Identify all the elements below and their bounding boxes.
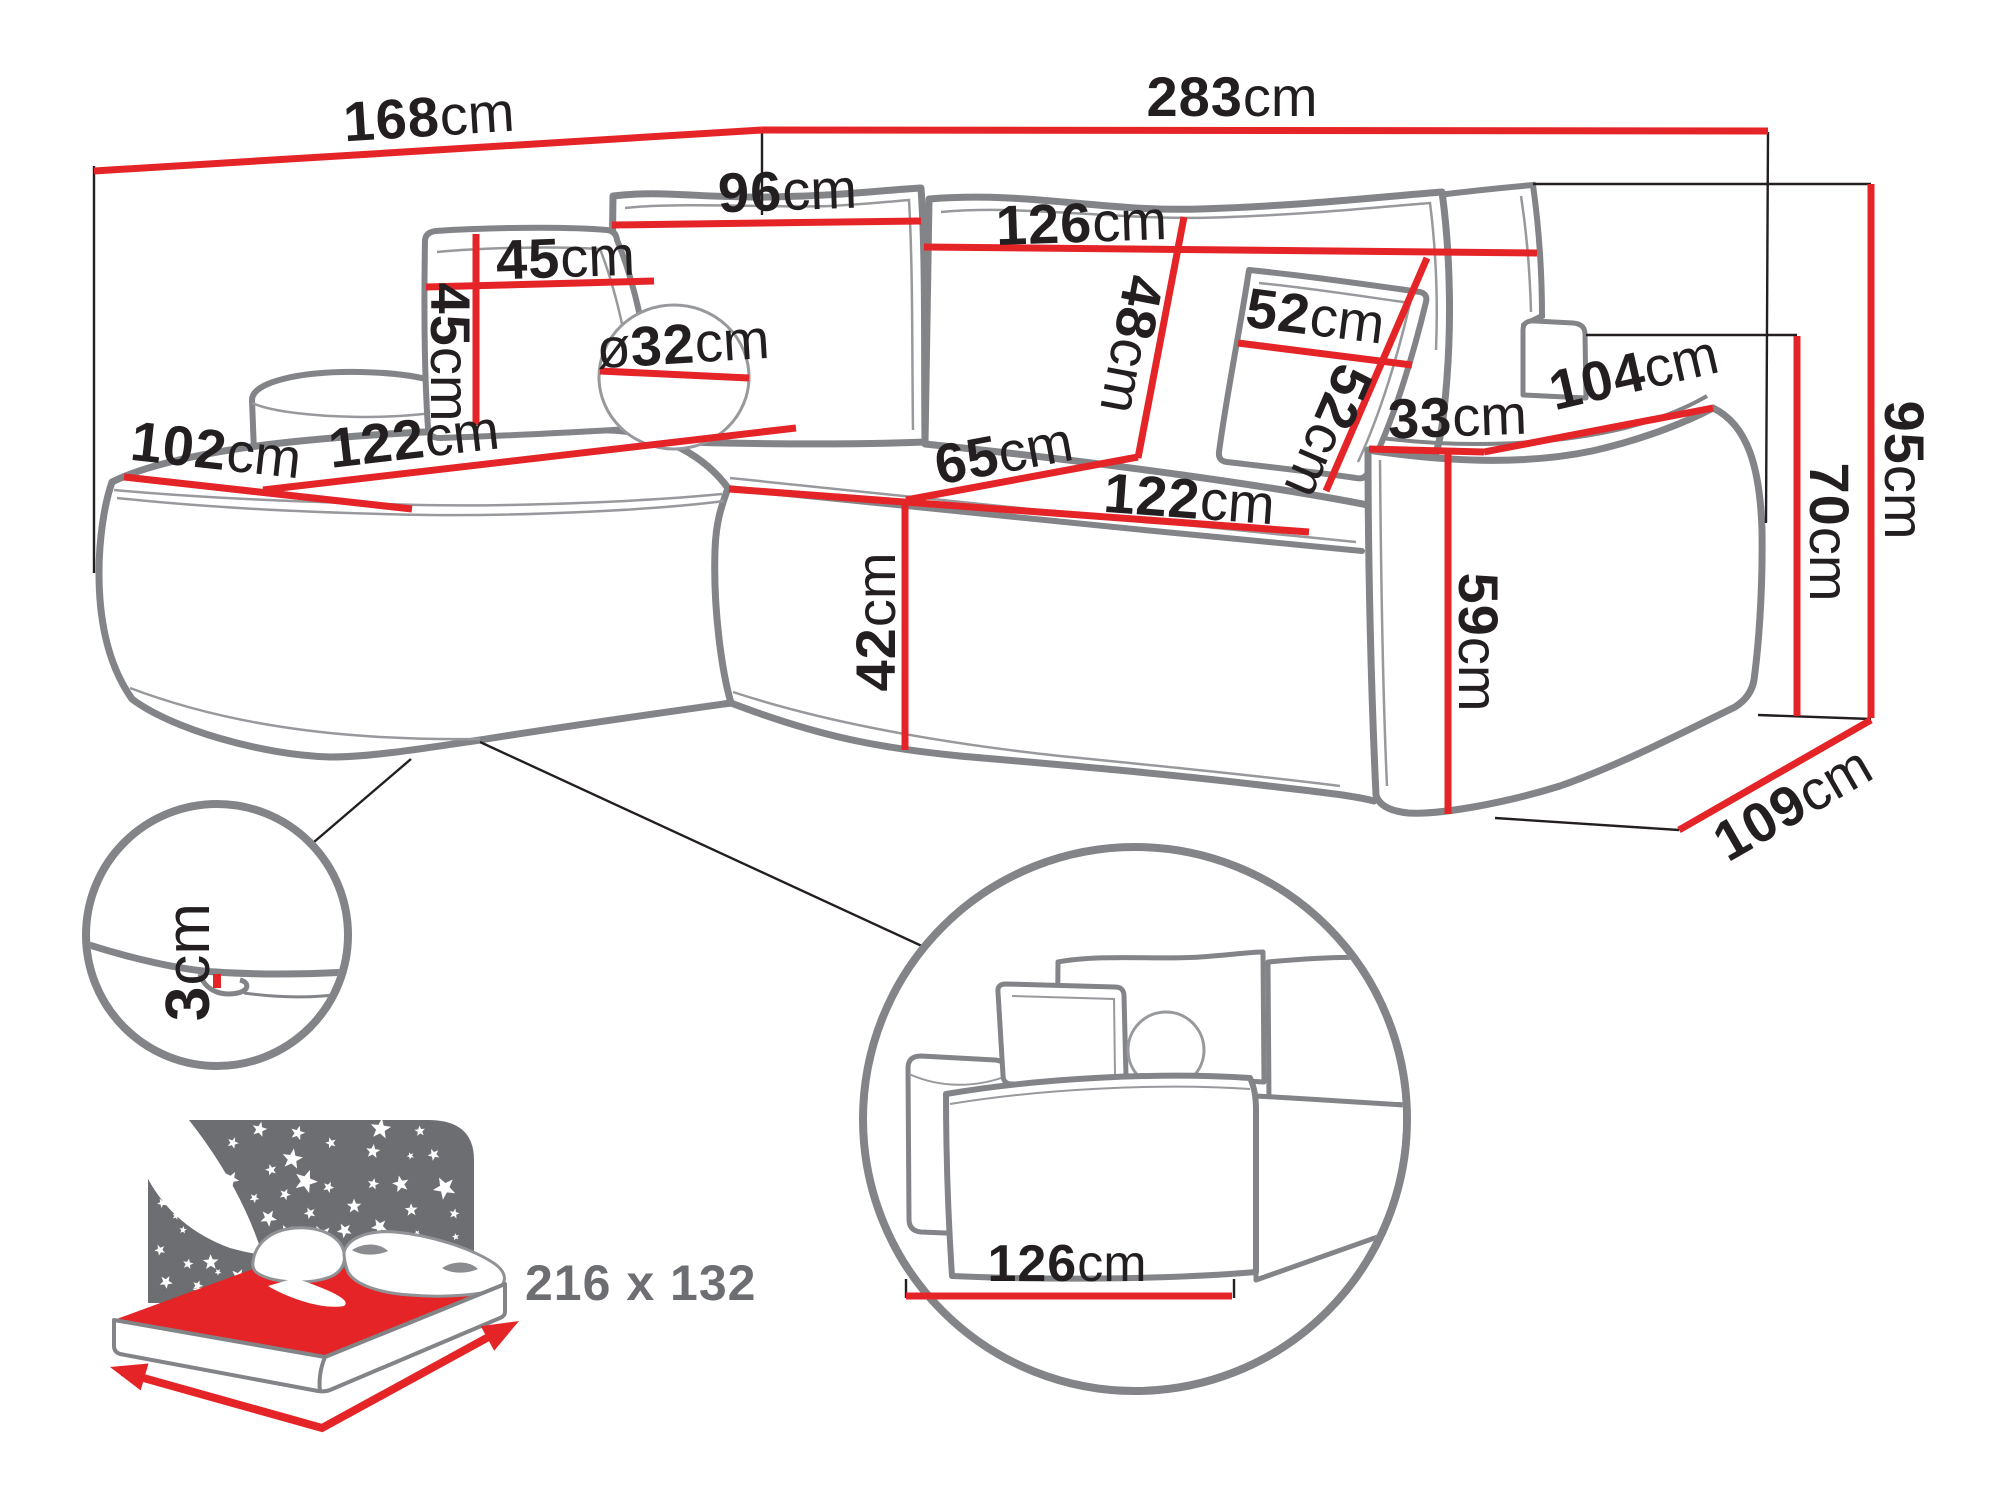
svg-text:42cm: 42cm <box>844 553 907 692</box>
svg-text:45cm: 45cm <box>495 224 636 292</box>
svg-text:126cm: 126cm <box>987 1235 1146 1293</box>
svg-text:70cm: 70cm <box>1798 463 1861 602</box>
svg-text:216 x 132: 216 x 132 <box>525 1255 756 1311</box>
svg-text:65cm: 65cm <box>929 409 1077 496</box>
svg-text:45cm: 45cm <box>419 283 482 422</box>
svg-text:122cm: 122cm <box>325 398 502 480</box>
svg-text:ø32cm: ø32cm <box>594 307 771 380</box>
svg-text:283cm: 283cm <box>1146 65 1317 128</box>
svg-text:126cm: 126cm <box>995 188 1168 257</box>
svg-text:95cm: 95cm <box>1873 401 1936 540</box>
svg-text:168cm: 168cm <box>341 80 516 154</box>
svg-text:52cm: 52cm <box>1243 276 1389 356</box>
svg-text:48cm: 48cm <box>1088 271 1176 419</box>
svg-text:3cm: 3cm <box>154 903 223 1021</box>
svg-text:102cm: 102cm <box>128 409 305 490</box>
svg-text:33cm: 33cm <box>1387 383 1528 451</box>
svg-text:59cm: 59cm <box>1447 573 1510 712</box>
svg-text:96cm: 96cm <box>717 157 858 225</box>
svg-text:122cm: 122cm <box>1102 461 1277 536</box>
